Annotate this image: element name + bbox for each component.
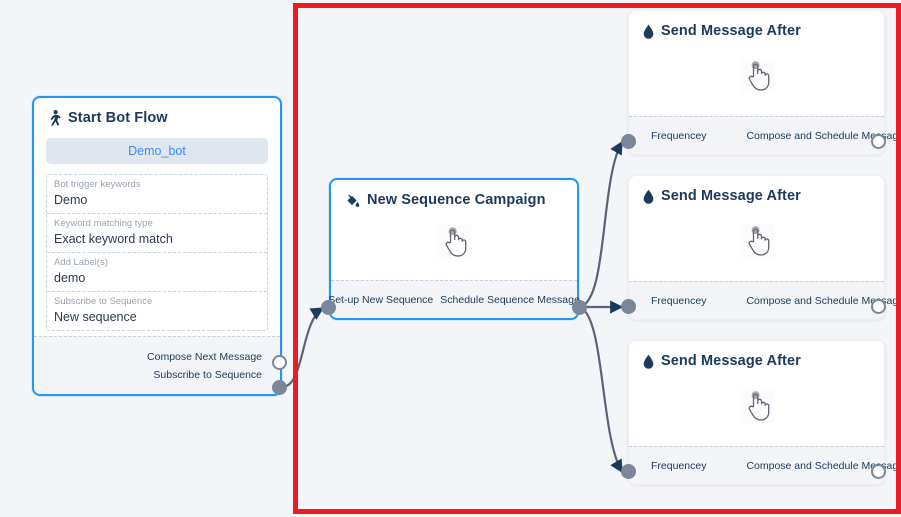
field-label: Subscribe to Sequence (54, 296, 153, 307)
output-label-compose-and-schedule-message: Compose and Schedule Message (746, 294, 901, 307)
field-label: Keyword matching type (54, 218, 153, 229)
sequence-node-title: New Sequence Campaign (367, 192, 546, 208)
pointing-hand-cursor-icon (739, 224, 774, 258)
send-node-footer: Frequencey Compose and Schedule Message (629, 446, 901, 484)
port-start-compose-next-message[interactable] (272, 355, 287, 370)
field-value: demo (54, 271, 86, 285)
field-label: Add Label(s) (54, 257, 108, 268)
send-node-title: Send Message After (661, 23, 801, 39)
output-label-compose-and-schedule-message: Compose and Schedule Message (746, 129, 901, 142)
field-value: Exact keyword match (54, 232, 173, 246)
port-send-1-output[interactable] (871, 134, 886, 149)
send-node-title: Send Message After (661, 188, 801, 204)
send-node-header: Send Message After (629, 176, 884, 210)
send-node-header: Send Message After (629, 11, 884, 45)
field-add-labels[interactable]: Add Label(s) demo (47, 253, 267, 292)
field-value: New sequence (54, 310, 137, 324)
send-node-body (629, 45, 884, 107)
output-label-compose-next-message: Compose Next Message (147, 350, 262, 363)
edge-start-to-sequence (281, 307, 325, 389)
port-sequence-input[interactable] (321, 300, 336, 315)
input-label-setup-new-sequence: Set-up New Sequence (328, 293, 434, 306)
send-node-header: Send Message After (629, 341, 884, 375)
paint-bucket-icon (345, 193, 360, 208)
send-node-title: Send Message After (661, 353, 801, 369)
start-node-fields: Bot trigger keywords Demo Keyword matchi… (46, 174, 268, 331)
sequence-node-header: New Sequence Campaign (331, 180, 577, 214)
start-node-header: Start Bot Flow (34, 98, 280, 132)
port-send-2-output[interactable] (871, 299, 886, 314)
node-send-message-after-1[interactable]: Send Message After Frequencey Compose an… (628, 10, 901, 155)
pointing-hand-cursor-icon (739, 59, 774, 93)
start-node-footer: Compose Next Message Subscribe to Sequen… (34, 336, 280, 394)
port-send-1-input[interactable] (621, 134, 636, 149)
droplet-icon (643, 189, 654, 204)
field-label: Bot trigger keywords (54, 179, 141, 190)
field-subscribe-to-sequence[interactable]: Subscribe to Sequence New sequence (47, 292, 267, 330)
send-node-body (629, 210, 884, 272)
pointing-hand-cursor-icon (437, 225, 471, 259)
port-sequence-output[interactable] (572, 300, 587, 315)
sequence-node-body (331, 214, 577, 270)
port-send-3-output[interactable] (871, 464, 886, 479)
droplet-icon (643, 354, 654, 369)
output-label-subscribe-to-sequence: Subscribe to Sequence (153, 368, 262, 381)
droplet-icon (643, 24, 654, 39)
sequence-node-footer: Set-up New Sequence Schedule Sequence Me… (328, 280, 580, 318)
input-label-frequency: Frequencey (651, 294, 707, 307)
edge-sequence-to-send-1 (579, 140, 623, 309)
port-start-subscribe-to-sequence[interactable] (272, 380, 287, 395)
port-send-2-input[interactable] (621, 299, 636, 314)
field-keyword-matching-type[interactable]: Keyword matching type Exact keyword matc… (47, 214, 267, 253)
send-node-body (629, 375, 884, 437)
pointing-hand-cursor-icon (739, 389, 774, 423)
field-bot-trigger-keywords[interactable]: Bot trigger keywords Demo (47, 175, 267, 214)
bot-selector-pill[interactable]: Demo_bot (46, 138, 268, 164)
start-node-title: Start Bot Flow (68, 110, 168, 126)
node-send-message-after-3[interactable]: Send Message After Frequencey Compose an… (628, 340, 901, 485)
bot-pill-label: Demo_bot (128, 144, 186, 158)
send-node-footer: Frequencey Compose and Schedule Message (629, 281, 901, 319)
output-label-schedule-sequence-message: Schedule Sequence Message (440, 293, 580, 306)
output-label-compose-and-schedule-message: Compose and Schedule Message (746, 459, 901, 472)
input-label-frequency: Frequencey (651, 459, 707, 472)
node-new-sequence-campaign[interactable]: New Sequence Campaign Set-up New Sequenc… (328, 178, 580, 320)
node-send-message-after-2[interactable]: Send Message After Frequencey Compose an… (628, 175, 901, 320)
running-person-icon (48, 110, 61, 126)
field-value: Demo (54, 193, 88, 207)
node-start-bot-flow[interactable]: Start Bot Flow Demo_bot Bot trigger keyw… (32, 96, 282, 396)
edge-sequence-to-send-3 (579, 305, 623, 474)
send-node-footer: Frequencey Compose and Schedule Message (629, 116, 901, 154)
port-send-3-input[interactable] (621, 464, 636, 479)
input-label-frequency: Frequencey (651, 129, 707, 142)
